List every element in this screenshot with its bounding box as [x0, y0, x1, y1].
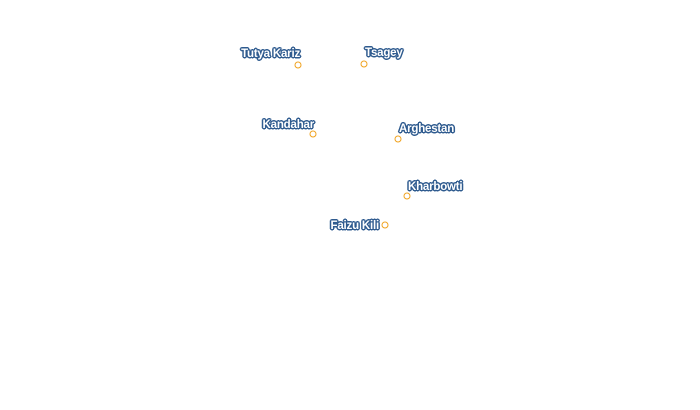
place-label: Tsagey: [365, 47, 403, 59]
place-marker-icon[interactable]: [403, 192, 411, 200]
place-marker-icon[interactable]: [360, 60, 368, 68]
place-marker-icon[interactable]: [309, 130, 317, 138]
place-marker-icon[interactable]: [394, 135, 402, 143]
place-label: Kharbowti: [408, 181, 463, 193]
place-label: Faizu Kili: [330, 220, 380, 232]
place-label: Tutya Kariz: [241, 48, 300, 60]
place-label: Arghestan: [399, 123, 455, 135]
place-marker-icon[interactable]: [294, 61, 302, 69]
place-label: Kandahar: [262, 119, 315, 131]
place-marker-icon[interactable]: [381, 221, 389, 229]
